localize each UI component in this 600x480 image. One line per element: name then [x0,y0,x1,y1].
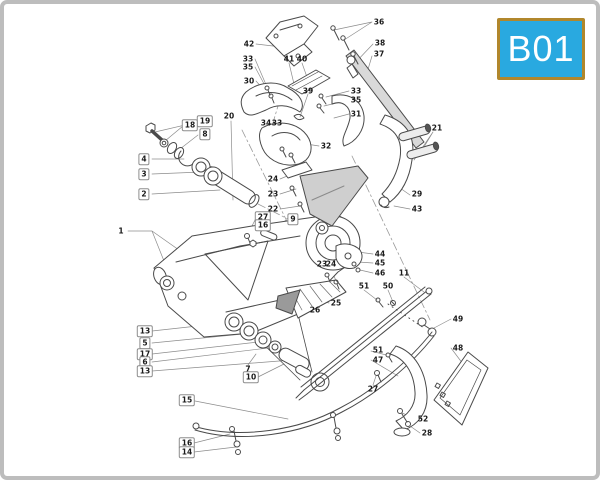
part-callout-45: 45 [374,258,386,268]
part-callout-9: 9 [287,213,299,225]
part-callout-22: 22 [267,204,279,214]
part-callout-29: 29 [411,189,423,199]
part-callout-11: 11 [398,268,410,278]
part-pivot-shaft [145,122,260,208]
part-callout-39: 39 [302,86,314,96]
part-callout-44: 44 [374,249,386,259]
part-callout-33: 33 [271,118,283,128]
part-torque-rod [295,286,437,401]
part-callout-30: 30 [243,76,255,86]
part-top-bracket [265,15,350,67]
part-callout-15: 15 [178,394,196,406]
part-heel-bracket [335,243,363,273]
part-callout-35: 35 [242,62,254,72]
part-callout-52: 52 [417,414,429,424]
part-callout-33: 33 [242,54,254,64]
part-callout-7: 7 [245,364,251,374]
part-callout-28: 28 [421,428,433,438]
part-callout-4: 4 [138,153,150,165]
part-callout-51: 51 [358,281,370,291]
part-bearing-row [224,312,312,378]
part-callout-1: 1 [118,226,124,236]
part-callout-48: 48 [452,343,464,353]
part-callout-21: 21 [431,123,443,133]
part-chain-slider [240,69,331,121]
part-callout-14: 14 [178,446,196,458]
part-callout-8: 8 [199,128,211,140]
part-callout-5: 5 [139,337,151,349]
part-pivot-pin [244,229,278,248]
part-callout-3: 3 [138,168,150,180]
part-callout-51: 51 [372,345,384,355]
part-callout-31: 31 [350,109,362,119]
part-callout-43: 43 [411,204,423,214]
part-callout-10: 10 [242,371,260,383]
part-callout-46: 46 [374,268,386,278]
part-stand-bracket [374,345,489,437]
part-callout-40: 40 [296,54,308,64]
part-callout-27: 27 [367,384,379,394]
part-callout-37: 37 [373,49,385,59]
part-callout-23: 23 [267,189,279,199]
part-callout-35: 35 [350,95,362,105]
part-guide-wedge [281,161,369,235]
part-callout-2: 2 [138,188,150,200]
part-callout-13: 13 [136,325,154,337]
part-callout-24: 24 [267,174,279,184]
part-callout-19: 19 [196,115,214,127]
part-chain-guide [275,272,396,319]
part-mount-bracket [259,93,365,166]
part-callout-25: 25 [330,298,342,308]
part-callout-20: 20 [223,111,235,121]
part-callout-50: 50 [382,281,394,291]
part-callout-41: 41 [283,54,295,64]
diagram-code-badge: B01 [497,18,585,80]
part-callout-23: 23 [316,259,328,269]
part-kick-lever [378,114,440,209]
part-callout-13: 13 [136,365,154,377]
part-callout-16: 16 [254,219,272,231]
part-callout-36: 36 [373,17,385,27]
part-callout-24: 24 [325,259,337,269]
part-callout-32: 32 [320,141,332,151]
part-brake-lever [345,49,425,149]
part-callout-33: 33 [350,86,362,96]
part-callout-49: 49 [452,314,464,324]
part-callout-26: 26 [309,305,321,315]
part-callout-18: 18 [181,119,199,131]
part-callout-47: 47 [372,355,384,365]
part-callout-38: 38 [374,38,386,48]
part-callout-34: 34 [260,118,272,128]
part-callout-42: 42 [243,39,255,49]
